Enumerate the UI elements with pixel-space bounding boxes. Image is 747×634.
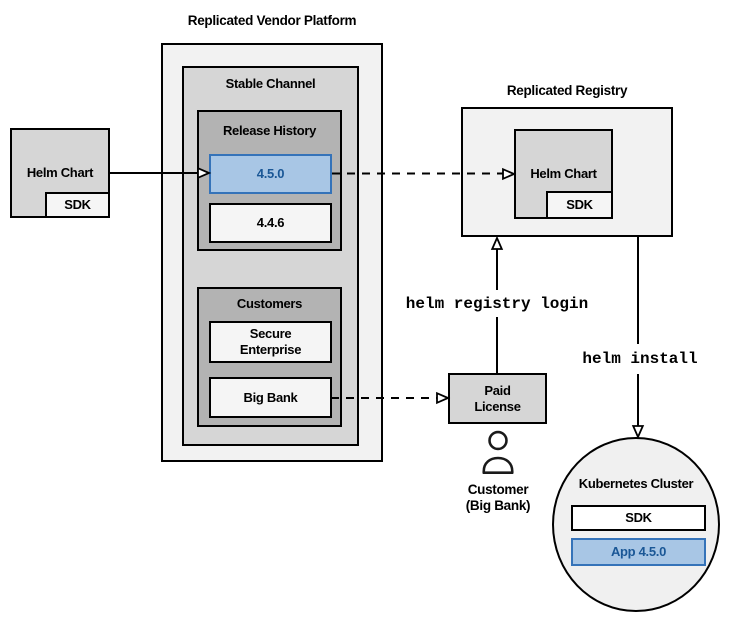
registry-title: Replicated Registry (506, 83, 628, 98)
arrowhead-paid-license (436, 391, 451, 405)
person-icon (482, 430, 514, 474)
cluster-sdk-box: SDK (571, 505, 706, 531)
helm-registry-login-command: helm registry login (405, 295, 589, 313)
customer-big-bank: Big Bank (209, 377, 332, 418)
helm-install-command: helm install (582, 350, 698, 368)
customers-title: Customers (236, 296, 303, 311)
release-4-5-0: 4.5.0 (209, 154, 332, 194)
arrowhead-registry-bottom (490, 235, 504, 250)
stable-channel-title: Stable Channel (225, 76, 316, 91)
arrowhead-cluster-top (631, 425, 645, 440)
kubernetes-cluster-title: Kubernetes Cluster (578, 476, 694, 491)
release-4-4-6: 4.4.6 (209, 203, 332, 243)
customer-secure-enterprise: Secure Enterprise (209, 321, 332, 363)
customer-caption: Customer (Big Bank) (465, 482, 531, 514)
cluster-app-box: App 4.5.0 (571, 538, 706, 566)
registry-sdk-box: SDK (546, 191, 613, 219)
paid-license-box: Paid License (448, 373, 547, 424)
helm-chart-source-sdk-box: SDK (45, 192, 110, 218)
vendor-platform-title: Replicated Vendor Platform (187, 13, 357, 28)
release-history-title: Release History (222, 123, 317, 138)
